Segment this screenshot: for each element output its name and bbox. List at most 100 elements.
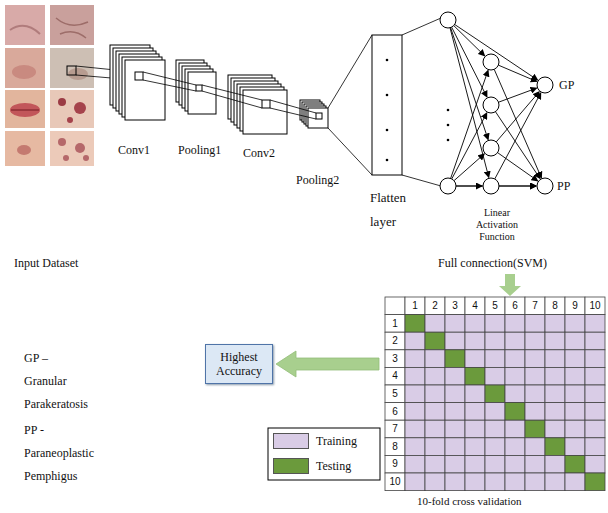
fold-column-number: 4 (465, 297, 485, 315)
section-label: Full connection(SVM) (438, 256, 547, 270)
grid-cell (545, 385, 565, 403)
fold-column-number: 1 (405, 297, 425, 315)
grid-cell (425, 367, 445, 385)
grid-cell (565, 438, 585, 456)
neuron (483, 140, 499, 156)
grid-cell (385, 385, 405, 403)
grid-cell (565, 420, 585, 438)
grid-cell (565, 367, 585, 385)
grid-cell (445, 403, 465, 421)
neural-network (440, 12, 553, 194)
grid-cell (465, 367, 485, 385)
grid-cell (385, 420, 405, 438)
nn-link (495, 112, 540, 179)
fold-column-number: 5 (485, 297, 505, 315)
grid-cell (565, 403, 585, 421)
fold-row-number: 8 (385, 438, 405, 456)
conv2-stack (228, 75, 287, 134)
grid-cell (485, 367, 505, 385)
grid-cell (405, 385, 425, 403)
grid-cell (545, 315, 565, 333)
grid-cell (405, 420, 425, 438)
grid-cell (465, 315, 485, 333)
grid-cell (465, 455, 485, 473)
legend-frame (268, 428, 380, 480)
grid-cell (385, 297, 405, 315)
grid-cell (425, 332, 445, 350)
fold-row-number: 3 (385, 350, 405, 368)
grid-cell (425, 403, 445, 421)
grid-cell (545, 332, 565, 350)
nn-link (451, 28, 489, 140)
grid-cell (405, 438, 425, 456)
layer-label: Pooling2 (296, 173, 339, 187)
grid-cell (505, 438, 525, 456)
nn-link (452, 27, 487, 97)
grid-cell (525, 385, 545, 403)
grid-cell (405, 297, 425, 315)
grid-cell (385, 455, 405, 473)
fold-row-number: 9 (385, 455, 405, 473)
flatten-layer (372, 35, 402, 175)
grid-cell (385, 473, 405, 491)
grid-cell (505, 350, 525, 368)
grid-cell (445, 385, 465, 403)
grid-cell (445, 332, 465, 350)
grid-cell (485, 473, 505, 491)
grid-cell (425, 315, 445, 333)
neuron (483, 54, 499, 70)
fold-column-number: 6 (505, 297, 525, 315)
grid-cell (425, 420, 445, 438)
grid-cell (505, 420, 525, 438)
nn-link (498, 65, 536, 81)
grid-cell (525, 403, 545, 421)
grid-cell (445, 367, 465, 385)
grid-cell (585, 420, 605, 438)
grid-cell (505, 297, 525, 315)
grid-cell (585, 473, 605, 491)
layer-label: Pooling1 (178, 143, 221, 157)
grid-cell (565, 473, 585, 491)
grid-cell (405, 332, 425, 350)
grid-cell (385, 438, 405, 456)
grid-cell (465, 385, 485, 403)
grid-cell (525, 367, 545, 385)
grid-cell (585, 315, 605, 333)
class-label: GP (559, 78, 574, 92)
ellipsis-dot (447, 124, 450, 127)
grid-cell (485, 455, 505, 473)
grid-cell (545, 350, 565, 368)
grid-cell (525, 297, 545, 315)
fold-column-number: 7 (525, 297, 545, 315)
grid-cell (545, 473, 565, 491)
abbrev-definition: Paraneoplastic Pemphigus (24, 442, 110, 488)
grid-cell (485, 315, 505, 333)
grid-cell (445, 420, 465, 438)
fold-row-number: 10 (385, 473, 405, 491)
pooling2-stack (300, 100, 328, 128)
result-box: Highest Accuracy (205, 344, 273, 384)
grid-cell (585, 332, 605, 350)
grid-cell (425, 438, 445, 456)
down-arrow (499, 274, 521, 296)
grid-cell (525, 473, 545, 491)
grid-cell (525, 420, 545, 438)
grid-cell (405, 473, 425, 491)
neuron (537, 178, 553, 194)
grid-cell (425, 350, 445, 368)
nn-link (498, 153, 538, 181)
grid-cell (425, 473, 445, 491)
neuron (483, 178, 499, 194)
nn-link (452, 113, 487, 179)
grid-cell (425, 455, 445, 473)
grid-cell (405, 350, 425, 368)
fold-row-number: 7 (385, 420, 405, 438)
grid-cell (565, 315, 585, 333)
neuron (537, 77, 553, 93)
nn-link (496, 92, 539, 142)
abbrev-label: PP - (24, 423, 44, 437)
nn-link (451, 71, 488, 179)
grid-cell (525, 332, 545, 350)
grid-cell (465, 420, 485, 438)
grid-cell (485, 420, 505, 438)
